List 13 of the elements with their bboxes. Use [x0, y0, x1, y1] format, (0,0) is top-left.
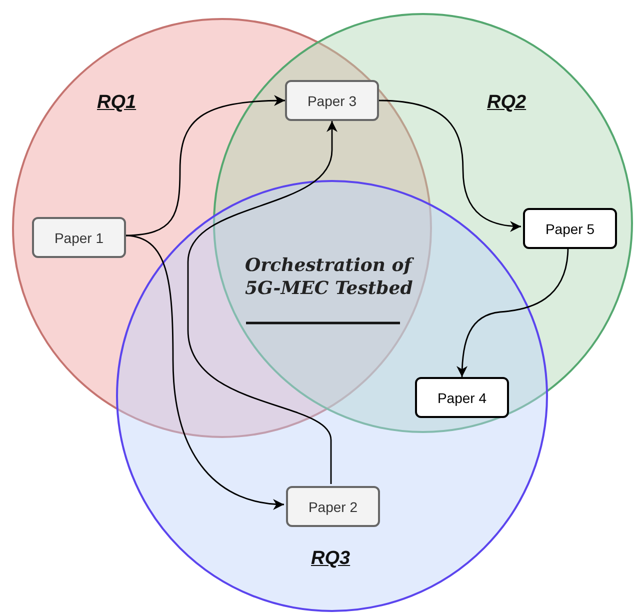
paper-box: Paper 2	[286, 486, 380, 527]
arrow	[456, 246, 569, 378]
center-title: Orchestration of 5G-MEC Testbed	[245, 254, 415, 300]
set-title: RQ1	[97, 92, 136, 114]
paper-box: Paper 4	[415, 377, 509, 418]
paper-box: Paper 5	[523, 208, 617, 249]
arrow	[378, 100, 522, 232]
set-title: RQ3	[311, 548, 350, 570]
arrow	[187, 121, 338, 484]
arrow	[124, 234, 284, 510]
paper-box: Paper 3	[285, 80, 379, 121]
set-title: RQ2	[487, 92, 526, 114]
paper-box: Paper 1	[32, 217, 126, 258]
